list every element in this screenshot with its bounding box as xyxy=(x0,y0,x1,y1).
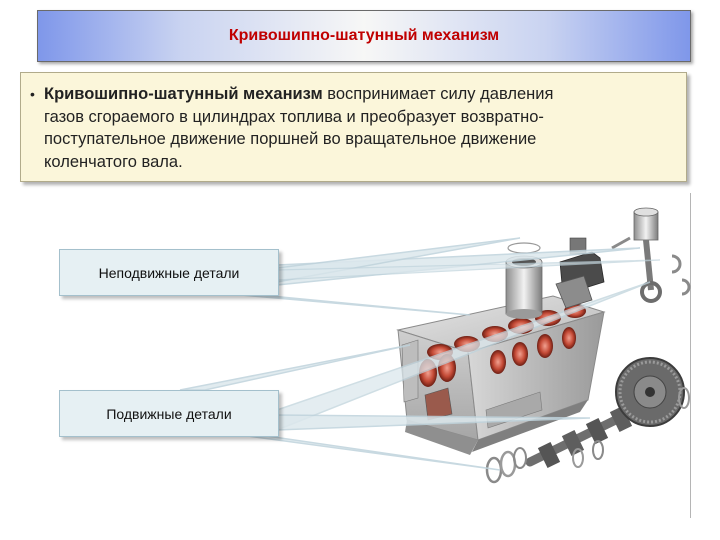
fixed-parts-text: Неподвижные детали xyxy=(99,265,240,281)
flywheel xyxy=(616,358,684,426)
fixed-parts-label: Неподвижные детали xyxy=(59,249,279,296)
moving-parts-text: Подвижные детали xyxy=(106,406,231,422)
moving-parts-label: Подвижные детали xyxy=(59,390,279,437)
cylinder-head xyxy=(556,238,604,308)
piston-assembly xyxy=(612,208,689,301)
